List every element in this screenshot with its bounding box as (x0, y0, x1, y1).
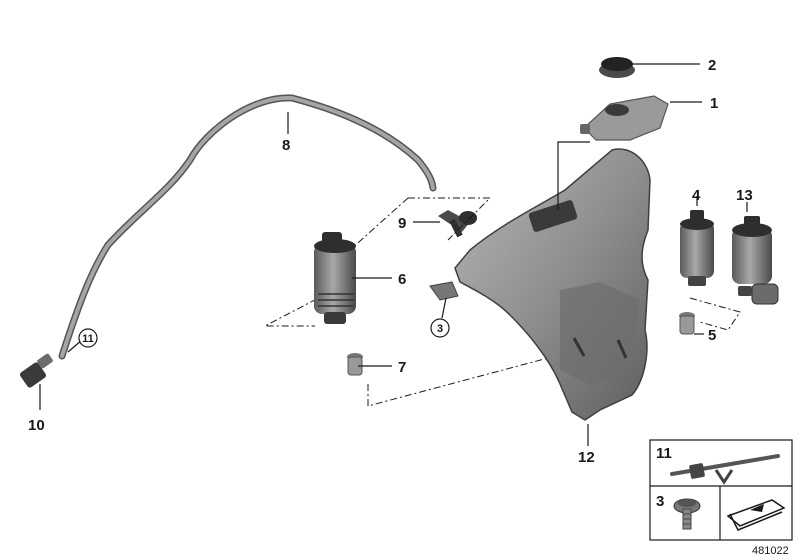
callout-12: 12 (578, 449, 595, 466)
cable-tie-icon (670, 454, 780, 485)
pump-13 (732, 216, 779, 305)
arrow-plate-icon (726, 499, 786, 531)
filler-cap-2 (599, 57, 635, 78)
document-number: 481022 (752, 545, 789, 557)
svg-text:3: 3 (437, 323, 443, 335)
grommet-5 (679, 312, 695, 335)
nozzle-10 (20, 353, 53, 388)
filler-neck-1 (580, 95, 669, 141)
callout-2: 2 (708, 57, 716, 74)
dashed-outline-6 (264, 197, 492, 327)
callout-labels: 1 2 4 5 6 7 8 9 10 12 13 (28, 57, 753, 466)
svg-text:11: 11 (82, 333, 94, 345)
dashed-outline-pumps (689, 297, 741, 331)
callout-10: 10 (28, 417, 45, 434)
callout-4: 4 (692, 187, 701, 204)
dashed-line-7 (367, 349, 579, 407)
pump-6 (314, 232, 356, 324)
washer-hose-8 (58, 94, 437, 360)
legend-label-11: 11 (656, 445, 672, 462)
legend-label-3: 3 (656, 493, 664, 510)
callout-7: 7 (398, 359, 406, 376)
circled-ref-11: 11 (78, 328, 98, 348)
leader-lines (39, 63, 748, 446)
callout-1: 1 (710, 95, 718, 112)
callout-5: 5 (708, 327, 716, 344)
legend-box: 11 3 (649, 439, 793, 541)
callout-6: 6 (398, 271, 406, 288)
callout-9: 9 (398, 215, 406, 232)
grommet-7 (347, 353, 363, 376)
reservoir-tank-12 (429, 148, 651, 421)
callout-13: 13 (736, 187, 753, 204)
connector-9 (438, 210, 477, 238)
callout-8: 8 (282, 137, 290, 154)
screw-icon (673, 498, 701, 530)
pump-4 (680, 210, 714, 286)
circled-ref-3: 3 (430, 318, 450, 338)
